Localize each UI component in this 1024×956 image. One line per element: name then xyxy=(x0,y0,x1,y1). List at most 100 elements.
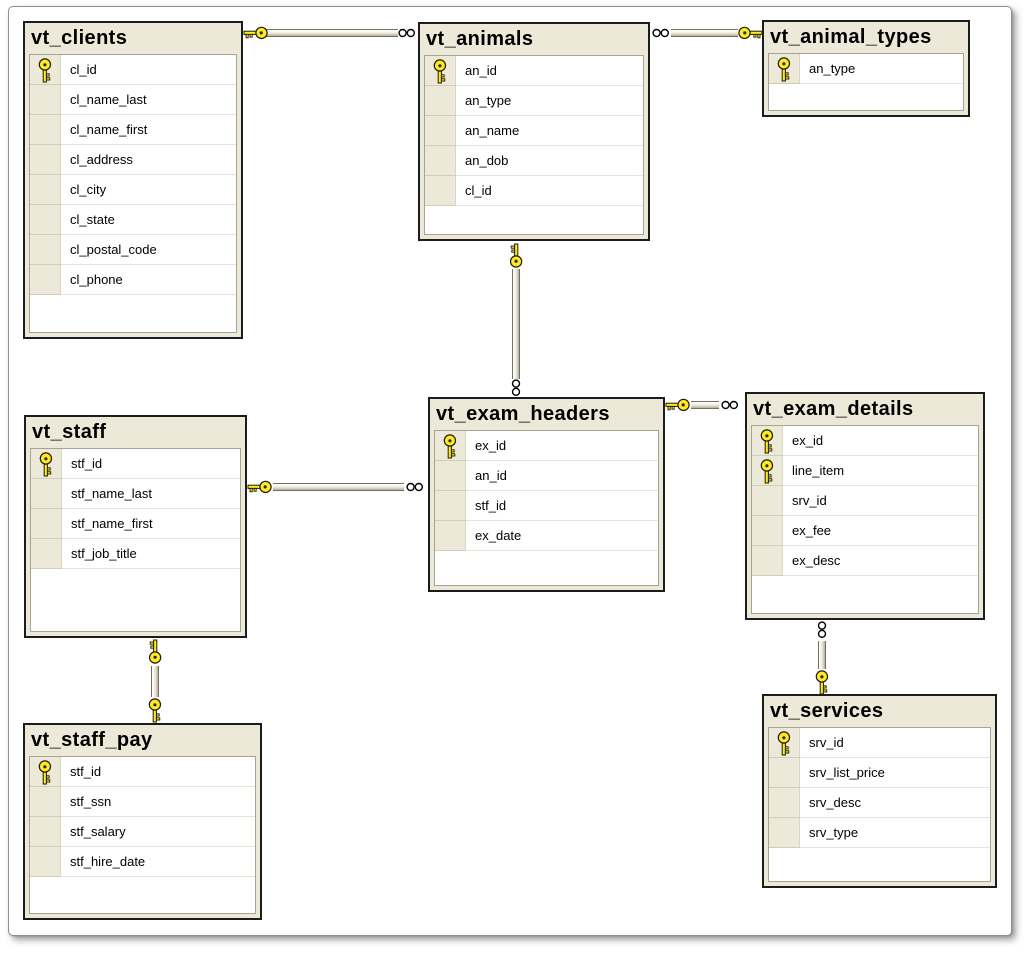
column-row-srv-list-price[interactable]: srv_list_price xyxy=(769,758,990,788)
column-row-srv-id[interactable]: srv_id xyxy=(769,728,990,758)
one-side-key-icon xyxy=(815,669,829,695)
column-row-an-type[interactable]: an_type xyxy=(769,54,963,84)
column-row-ex-fee[interactable]: ex_fee xyxy=(752,516,978,546)
column-row-stf-name-first[interactable]: stf_name_first xyxy=(31,509,240,539)
column-row-cl-phone[interactable]: cl_phone xyxy=(30,265,236,295)
row-gutter-cell xyxy=(30,235,61,265)
relationship-line[interactable] xyxy=(273,483,404,491)
column-name: srv_id xyxy=(800,728,990,758)
row-gutter-cell xyxy=(30,817,61,847)
pk-cell xyxy=(31,449,62,479)
table-title: vt_clients xyxy=(31,27,128,49)
table-title: vt_animals xyxy=(426,28,534,50)
column-name: line_item xyxy=(783,456,978,486)
column-row-cl-id[interactable]: cl_id xyxy=(425,176,643,206)
pk-cell xyxy=(425,56,456,86)
pk-cell xyxy=(769,728,800,758)
relationship-line[interactable] xyxy=(671,29,738,37)
column-row-srv-id[interactable]: srv_id xyxy=(752,486,978,516)
column-name: cl_city xyxy=(61,175,236,205)
row-gutter-cell xyxy=(769,788,800,818)
relationship-line[interactable] xyxy=(691,401,719,409)
column-row-cl-id[interactable]: cl_id xyxy=(30,55,236,85)
row-gutter-cell xyxy=(31,509,62,539)
one-side-key-icon xyxy=(665,398,691,412)
pk-cell xyxy=(769,54,800,84)
column-row-ex-id[interactable]: ex_id xyxy=(752,426,978,456)
column-row-cl-city[interactable]: cl_city xyxy=(30,175,236,205)
one-side-key-icon xyxy=(148,639,162,665)
column-row-an-type[interactable]: an_type xyxy=(425,86,643,116)
row-gutter-cell xyxy=(435,521,466,551)
primary-key-icon xyxy=(443,433,457,459)
relationship-line[interactable] xyxy=(151,666,159,697)
column-name: an_dob xyxy=(456,146,643,176)
column-row-cl-state[interactable]: cl_state xyxy=(30,205,236,235)
column-row-an-name[interactable]: an_name xyxy=(425,116,643,146)
column-row-srv-desc[interactable]: srv_desc xyxy=(769,788,990,818)
column-row-stf-name-last[interactable]: stf_name_last xyxy=(31,479,240,509)
column-row-ex-date[interactable]: ex_date xyxy=(435,521,658,551)
row-gutter-cell xyxy=(435,491,466,521)
table-title: vt_staff_pay xyxy=(31,729,153,751)
column-name: cl_name_first xyxy=(61,115,236,145)
row-gutter-cell xyxy=(425,176,456,206)
column-row-srv-type[interactable]: srv_type xyxy=(769,818,990,848)
column-row-cl-address[interactable]: cl_address xyxy=(30,145,236,175)
row-gutter-cell xyxy=(30,205,61,235)
column-row-stf-id[interactable]: stf_id xyxy=(31,449,240,479)
column-name: srv_id xyxy=(783,486,978,516)
column-row-ex-desc[interactable]: ex_desc xyxy=(752,546,978,576)
column-name: cl_name_last xyxy=(61,85,236,115)
column-row-stf-salary[interactable]: stf_salary xyxy=(30,817,255,847)
column-row-stf-id[interactable]: stf_id xyxy=(435,491,658,521)
column-name: stf_id xyxy=(61,757,255,787)
pk-cell xyxy=(30,757,61,787)
column-row-stf-hire-date[interactable]: stf_hire_date xyxy=(30,847,255,877)
relationship-line[interactable] xyxy=(512,269,520,379)
row-gutter-cell xyxy=(30,85,61,115)
column-row-stf-id[interactable]: stf_id xyxy=(30,757,255,787)
column-row-an-dob[interactable]: an_dob xyxy=(425,146,643,176)
column-row-line-item[interactable]: line_item xyxy=(752,456,978,486)
one-side-key-icon xyxy=(148,697,162,723)
column-row-cl-postal-code[interactable]: cl_postal_code xyxy=(30,235,236,265)
row-gutter-cell xyxy=(752,546,783,576)
primary-key-icon xyxy=(777,730,791,756)
row-gutter-cell xyxy=(769,818,800,848)
column-row-an-id[interactable]: an_id xyxy=(435,461,658,491)
column-row-stf-ssn[interactable]: stf_ssn xyxy=(30,787,255,817)
row-gutter-cell xyxy=(30,787,61,817)
column-row-cl-name-last[interactable]: cl_name_last xyxy=(30,85,236,115)
column-row-stf-job-title[interactable]: stf_job_title xyxy=(31,539,240,569)
column-row-cl-name-first[interactable]: cl_name_first xyxy=(30,115,236,145)
row-gutter-cell xyxy=(30,145,61,175)
column-name: stf_id xyxy=(466,491,658,521)
table-title: vt_services xyxy=(770,700,884,722)
column-name: ex_id xyxy=(783,426,978,456)
row-gutter-cell xyxy=(31,479,62,509)
relationship-line[interactable] xyxy=(818,641,826,669)
column-row-ex-id[interactable]: ex_id xyxy=(435,431,658,461)
one-side-key-icon xyxy=(737,26,763,40)
many-side-infinity-icon xyxy=(405,482,425,492)
row-gutter-cell xyxy=(30,115,61,145)
relationship-line[interactable] xyxy=(266,29,398,37)
pk-cell xyxy=(752,426,783,456)
column-row-an-id[interactable]: an_id xyxy=(425,56,643,86)
